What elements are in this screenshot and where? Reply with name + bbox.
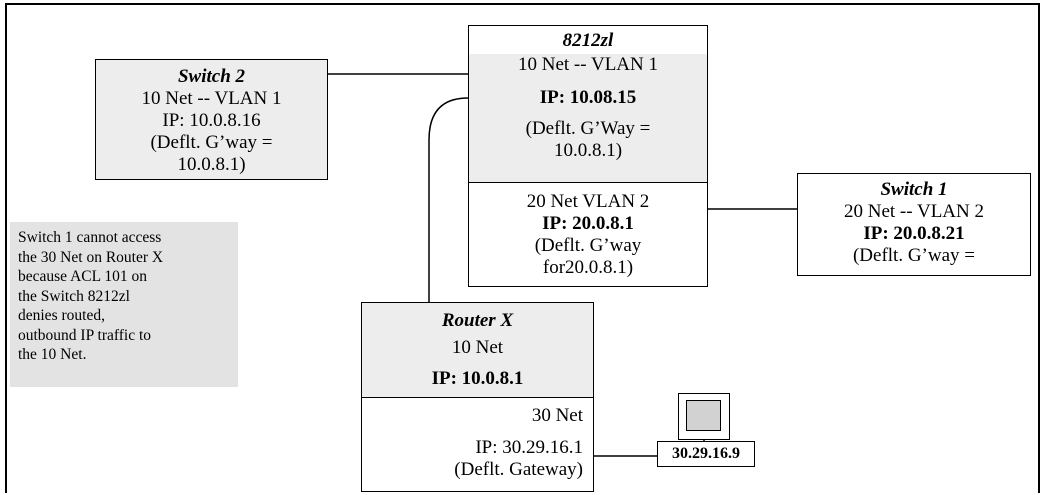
core-switch-vlan2-gateway-value: for20.0.8.1) (542, 257, 634, 278)
core-switch-vlan1-box: 8212zl 10 Net -- VLAN 1 IP: 10.08.15 (De… (468, 25, 708, 183)
core-switch-vlan1-ip: IP: 10.08.15 (539, 87, 637, 108)
note-line: the 30 Net on Router X (18, 248, 164, 266)
core-switch-vlan2-gateway-label: (Deflt. G’way (534, 235, 642, 256)
core-switch-vlan1-gateway-label: (Deflt. G’Way = (525, 118, 651, 139)
note-line: the 10 Net. (18, 346, 87, 363)
note-line: outbound IP traffic to (18, 326, 152, 344)
router-x-lower-gateway: (Deflt. Gateway) (454, 459, 583, 480)
core-switch-vlan1-gateway-value: 10.0.8.1) (553, 140, 623, 161)
host-ip-label: 30.29.16.9 (657, 441, 755, 467)
monitor-screen (686, 400, 721, 431)
core-switch-vlan1: 10 Net -- VLAN 1 (517, 54, 658, 75)
switch1-vlan: 20 Net -- VLAN 2 (843, 201, 984, 222)
acl-note: Switch 1 cannot access the 30 Net on Rou… (10, 222, 238, 387)
router-x-upper-box: Router X 10 Net IP: 10.0.8.1 (361, 302, 594, 398)
router-x-title: Router X (441, 310, 514, 331)
diagram-frame (5, 3, 1040, 493)
core-switch-vlan2-ip: IP: 20.0.8.1 (542, 213, 634, 234)
switch2-gateway-value: 10.0.8.1) (177, 154, 246, 175)
link-router-to-8212zl (428, 97, 469, 303)
switch1-title: Switch 1 (880, 179, 948, 200)
router-x-lower-ip: IP: 30.29.16.1 (475, 437, 583, 458)
switch2-box: Switch 2 10 Net -- VLAN 1 IP: 10.0.8.16 … (95, 59, 328, 180)
core-switch-vlan2: 20 Net VLAN 2 (526, 191, 650, 212)
switch2-title: Switch 2 (177, 66, 246, 87)
switch1-box: Switch 1 20 Net -- VLAN 2 IP: 20.0.8.21 … (797, 173, 1031, 276)
note-line: denies routed, (18, 307, 105, 324)
router-x-net: 10 Net (451, 337, 504, 358)
switch2-gateway-label: (Deflt. G’way = (150, 132, 273, 153)
note-line: because ACL 101 on (18, 268, 147, 285)
router-x-ip: IP: 10.0.8.1 (431, 368, 524, 389)
workstation-icon (678, 393, 730, 440)
router-x-lower-net: 30 Net (531, 405, 583, 426)
core-switch-title: 8212zl (562, 30, 614, 51)
switch1-ip: IP: 20.0.8.21 (863, 223, 965, 244)
switch1-gateway-label: (Deflt. G’way = (852, 245, 976, 266)
router-x-lower-box: 30 Net IP: 30.29.16.1 (Deflt. Gateway) (361, 397, 594, 492)
switch2-ip: IP: 10.0.8.16 (162, 110, 261, 131)
switch2-vlan: 10 Net -- VLAN 1 (141, 88, 282, 109)
note-line: the Switch 8212zl (18, 287, 130, 305)
note-line: Switch 1 cannot access (18, 229, 162, 246)
core-switch-vlan2-box: 20 Net VLAN 2 IP: 20.0.8.1 (Deflt. G’way… (468, 182, 708, 287)
